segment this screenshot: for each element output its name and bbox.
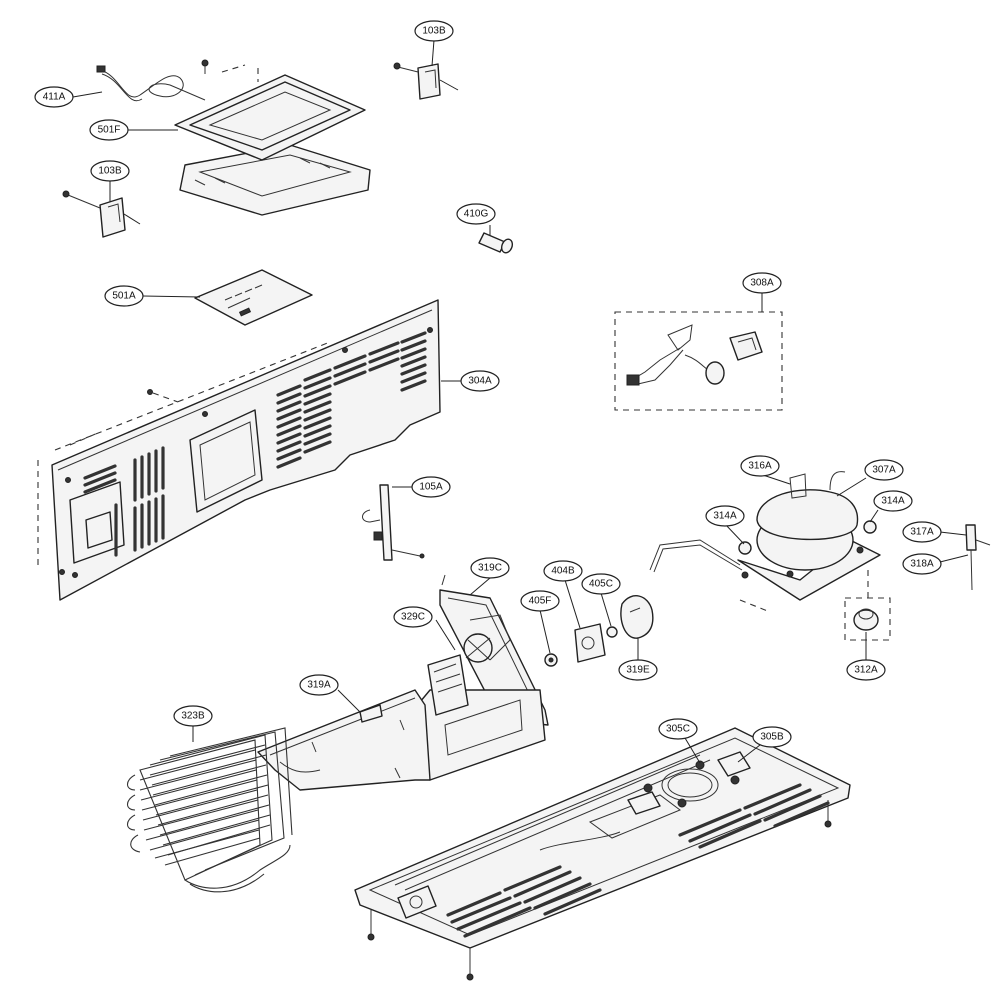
callout-307A: 307A — [864, 459, 904, 481]
back-panel-vents-right — [276, 331, 427, 469]
callout-105A: 105A — [411, 476, 451, 498]
callout-405F: 405F — [520, 590, 560, 612]
grommet-kit — [844, 597, 891, 641]
svg-text:319C: 319C — [478, 563, 502, 574]
bracket-top — [393, 62, 459, 100]
svg-text:410G: 410G — [464, 209, 489, 220]
control-board — [194, 269, 313, 326]
top-cover-assembly — [174, 64, 371, 216]
callout-410G: 410G — [456, 203, 496, 225]
svg-text:317A: 317A — [910, 527, 934, 538]
svg-text:319E: 319E — [626, 665, 650, 676]
callout-103B-left: 103B — [90, 160, 130, 182]
svg-text:103B: 103B — [422, 26, 446, 37]
callout-405C: 405C — [581, 573, 621, 595]
svg-text:318A: 318A — [910, 559, 934, 570]
relay-kit — [614, 311, 783, 411]
callout-103B-top: 103B — [414, 20, 454, 42]
svg-text:329C: 329C — [401, 612, 425, 623]
drain-tube — [362, 484, 425, 561]
svg-text:305B: 305B — [760, 732, 784, 743]
bracket-left — [62, 190, 141, 238]
svg-text:314A: 314A — [713, 511, 737, 522]
svg-text:411A: 411A — [43, 92, 66, 103]
callout-501A: 501A — [104, 285, 144, 307]
callout-304A: 304A — [460, 370, 500, 392]
callout-501F: 501F — [89, 119, 129, 141]
fan-motor-parts — [544, 595, 654, 667]
callout-316A: 316A — [740, 455, 780, 477]
callout-305C: 305C — [658, 718, 698, 740]
callout-319A: 319A — [299, 674, 339, 696]
service-valve — [965, 524, 991, 591]
svg-text:405C: 405C — [589, 579, 613, 590]
callout-314A-right: 314A — [873, 490, 913, 512]
lid-screw — [201, 59, 209, 74]
svg-text:405F: 405F — [529, 596, 552, 607]
callout-314A-left: 314A — [705, 505, 745, 527]
callout-329C: 329C — [393, 606, 433, 628]
callout-317A: 317A — [902, 521, 942, 543]
callout-323B: 323B — [173, 705, 213, 727]
back-panel-vents-left — [83, 446, 165, 557]
svg-text:304A: 304A — [468, 376, 492, 387]
svg-text:319A: 319A — [307, 680, 331, 691]
svg-text:105A: 105A — [419, 482, 443, 493]
svg-text:103B: 103B — [98, 166, 122, 177]
base-tray — [257, 689, 431, 791]
callout-308A: 308A — [742, 272, 782, 294]
svg-text:314A: 314A — [881, 496, 905, 507]
svg-text:501F: 501F — [98, 125, 121, 136]
callout-305B: 305B — [752, 726, 792, 748]
svg-text:501A: 501A — [112, 291, 136, 302]
svg-text:404B: 404B — [551, 566, 575, 577]
capacitor — [478, 232, 514, 254]
callout-312A: 312A — [846, 659, 886, 681]
leader-lines — [72, 39, 969, 764]
base-plate-vents — [446, 783, 830, 938]
svg-text:316A: 316A — [748, 461, 772, 472]
power-cord — [96, 65, 206, 102]
callout-319E: 319E — [618, 659, 658, 681]
callout-411A: 411A — [34, 86, 74, 108]
callout-404B: 404B — [543, 560, 583, 582]
callout-318A: 318A — [902, 553, 942, 575]
svg-text:305C: 305C — [666, 724, 690, 735]
svg-text:312A: 312A — [854, 665, 878, 676]
bottom-base-plate — [354, 727, 851, 981]
svg-text:323B: 323B — [181, 711, 205, 722]
compressor-assembly — [649, 471, 881, 613]
svg-text:308A: 308A — [750, 278, 774, 289]
condenser-coil — [126, 727, 293, 893]
back-panel — [37, 299, 441, 601]
callout-319C: 319C — [470, 557, 510, 579]
svg-text:307A: 307A — [872, 465, 896, 476]
